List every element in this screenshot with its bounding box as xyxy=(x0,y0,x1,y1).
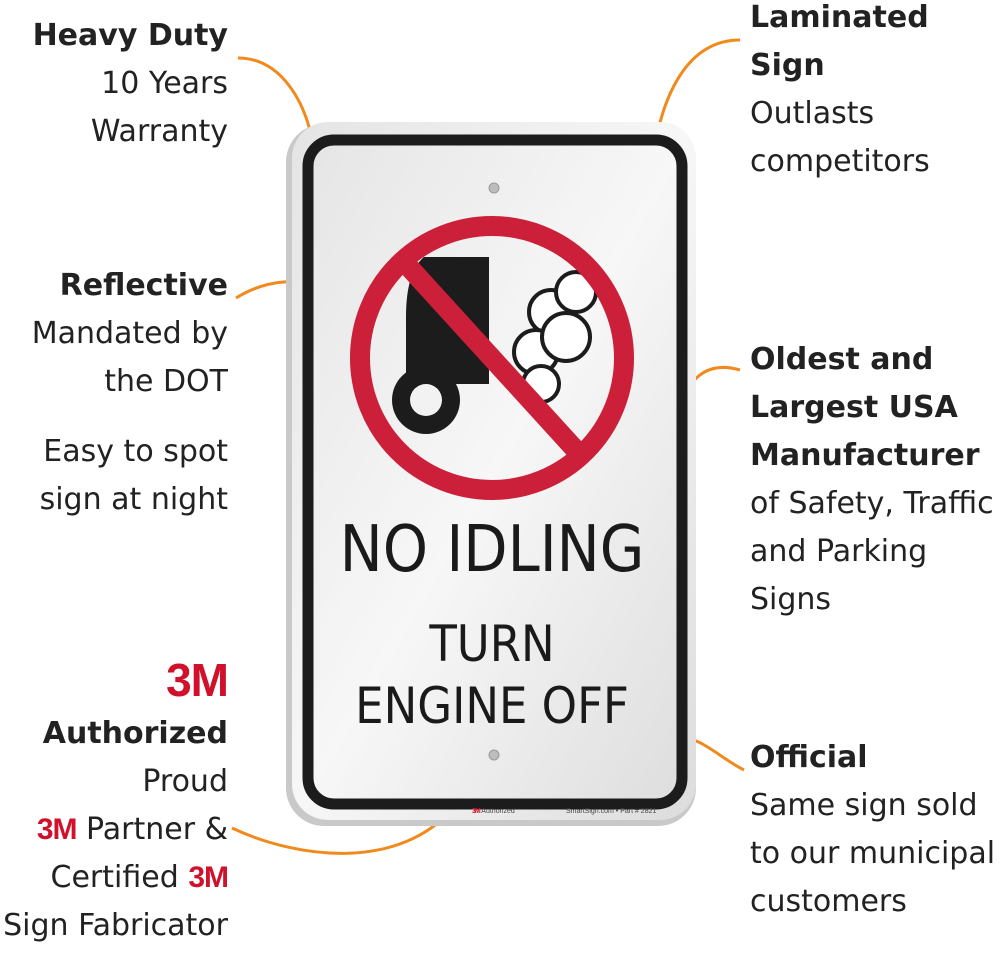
callout-line: competitors xyxy=(750,144,930,179)
3m-logo: 3M xyxy=(166,654,229,706)
sign-line-engine-off: ENGINE OFF xyxy=(355,677,629,735)
callout-line: to our municipal xyxy=(750,836,996,871)
3m-logo: 3M xyxy=(36,813,78,846)
callout-official: Official Same sign sold to our municipal… xyxy=(750,734,995,926)
callout-laminated: Laminated Sign Outlasts competitors xyxy=(750,0,930,186)
sign-line-no-idling: NO IDLING xyxy=(339,513,645,587)
callout-heading: Heavy Duty xyxy=(32,18,228,53)
callout-line: Sign Fabricator xyxy=(3,908,228,943)
callout-line: Same sign sold xyxy=(750,788,978,823)
callout-heading: Manufacturer xyxy=(750,438,980,473)
callout-heading: Official xyxy=(750,740,868,775)
sign-line-turn: TURN xyxy=(429,615,555,673)
callout-heading: Oldest and xyxy=(750,342,934,377)
callout-line: Certified 3M xyxy=(50,860,229,895)
callout-line: Mandated by xyxy=(31,316,228,351)
callout-line: 3M Partner & xyxy=(36,812,228,847)
callout-line: the DOT xyxy=(104,364,228,399)
callout-line: 10 Years xyxy=(101,66,228,101)
no-idling-sign: NO IDLING TURN ENGINE OFF 3M Authorized … xyxy=(286,122,698,827)
callout-line: customers xyxy=(750,884,907,919)
callout-heading: Largest USA xyxy=(750,390,958,425)
callout-heading: Reflective xyxy=(59,268,228,303)
callout-line: Proud xyxy=(142,764,228,799)
sign-graphic xyxy=(286,122,696,826)
callout-line: and Parking xyxy=(750,534,928,569)
exhaust-smoke-icon xyxy=(512,270,598,404)
callout-line: of Safety, Traffic xyxy=(750,486,994,521)
callout-heading: Authorized xyxy=(42,716,228,751)
prohibition-circle-icon xyxy=(350,216,634,500)
sign-border xyxy=(302,134,688,810)
sign-footer-authorized: 3M Authorized xyxy=(472,808,515,815)
callout-heavy-duty: Heavy Duty 10 Years Warranty xyxy=(33,12,228,156)
sign-footer-part-number: SmartSign.com • Part # 2821 xyxy=(566,808,657,815)
3m-logo: 3M xyxy=(188,861,229,894)
callout-heading: Laminated xyxy=(750,0,929,35)
callout-heading: Sign xyxy=(750,48,825,83)
callout-line: Outlasts xyxy=(750,96,875,131)
callout-line: sign at night xyxy=(39,482,228,517)
mounting-hole xyxy=(488,182,500,194)
callout-reflective: Reflective Mandated by the DOT Easy to s… xyxy=(32,262,228,524)
callout-oldest-largest: Oldest and Largest USA Manufacturer of S… xyxy=(750,336,994,624)
callout-line: Signs xyxy=(750,582,832,617)
callout-3m-authorized: 3M Authorized Proud 3M Partner & Certifi… xyxy=(3,650,229,950)
mounting-hole xyxy=(488,749,500,761)
callout-line: Warranty xyxy=(90,114,228,149)
callout-line: Easy to spot xyxy=(43,434,228,469)
